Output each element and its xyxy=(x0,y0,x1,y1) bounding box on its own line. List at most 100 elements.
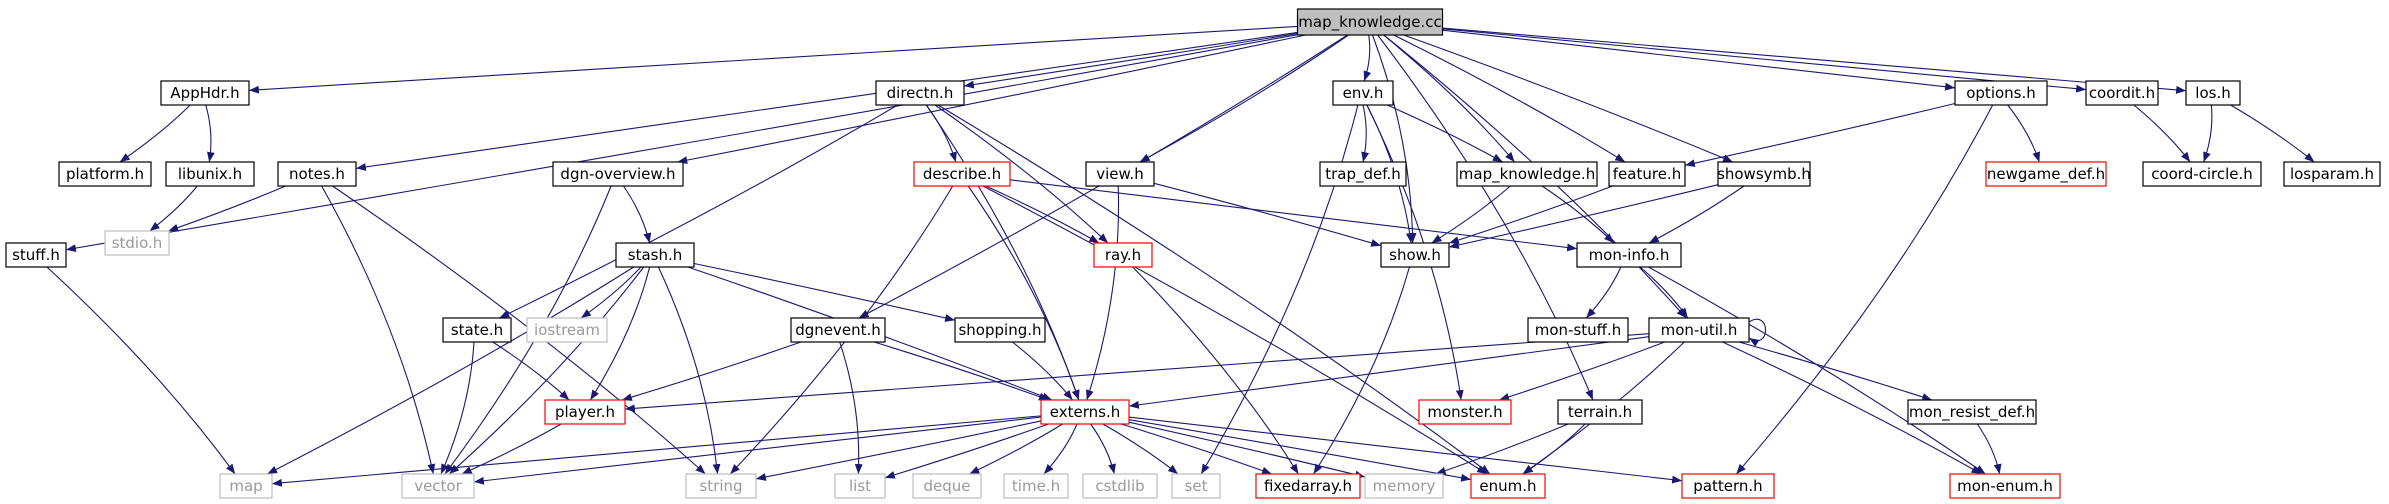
node-trapdef[interactable]: trap_def.h xyxy=(1319,161,1407,187)
edge-env-to-set xyxy=(1200,104,1359,475)
node-pattern[interactable]: pattern.h xyxy=(1681,473,1775,499)
edge-root-to-options xyxy=(1442,29,1956,91)
edge-externs-to-string xyxy=(755,420,1042,481)
node-apphdr[interactable]: AppHdr.h xyxy=(160,80,250,106)
edge-externs-to-pattern xyxy=(1128,416,1683,484)
edge-stuff-to-map xyxy=(46,266,236,475)
node-monutil[interactable]: mon-util.h xyxy=(1648,317,1750,343)
node-box-monenum xyxy=(1949,473,2061,499)
node-label-iostream: iostream xyxy=(534,321,600,339)
edge-root-to-show xyxy=(1371,34,1417,244)
edge-dgnevent-to-list xyxy=(839,341,863,475)
node-monstuff[interactable]: mon-stuff.h xyxy=(1527,317,1629,343)
node-externs[interactable]: externs.h xyxy=(1040,399,1130,425)
node-box-monster xyxy=(1418,399,1512,425)
node-label-feature: feature.h xyxy=(1613,165,1681,183)
node-losparam[interactable]: losparam.h xyxy=(2283,161,2381,187)
node-coordit[interactable]: coordit.h xyxy=(2085,80,2159,106)
node-map: map xyxy=(219,473,273,499)
node-box-trapdef xyxy=(1319,161,1407,187)
node-iostream: iostream xyxy=(526,317,608,343)
node-box-los xyxy=(2185,80,2241,106)
edge-coordit-to-coordcircle xyxy=(2133,104,2191,163)
edge-monutil-to-monutil xyxy=(1748,318,1767,347)
node-state[interactable]: state.h xyxy=(442,317,512,343)
node-box-root xyxy=(1296,8,1444,36)
node-label-state: state.h xyxy=(451,321,503,339)
node-view[interactable]: view.h xyxy=(1085,161,1155,187)
edge-view-to-externs xyxy=(1086,185,1120,401)
edge-view-to-show xyxy=(1153,182,1382,247)
node-mapknowledge[interactable]: map_knowledge.h xyxy=(1456,161,1598,187)
node-options[interactable]: options.h xyxy=(1954,80,2048,106)
node-enum[interactable]: enum.h xyxy=(1470,473,1546,499)
node-label-platform: platform.h xyxy=(66,165,144,183)
node-moninfo[interactable]: mon-info.h xyxy=(1576,242,1682,268)
node-label-env: env.h xyxy=(1343,84,1384,102)
node-root[interactable]: map_knowledge.cc xyxy=(1296,8,1444,36)
node-ray[interactable]: ray.h xyxy=(1093,242,1153,268)
node-fixedarray[interactable]: fixedarray.h xyxy=(1255,473,1361,499)
node-label-deque: deque xyxy=(923,477,970,495)
node-monenum[interactable]: mon-enum.h xyxy=(1949,473,2061,499)
edge-los-to-coordcircle xyxy=(2203,104,2213,163)
node-box-coordcircle xyxy=(2142,161,2262,187)
node-label-mapknowledge: map_knowledge.h xyxy=(1459,165,1595,184)
node-label-stuff: stuff.h xyxy=(12,246,60,264)
edge-moninfo-to-monutil xyxy=(1639,266,1689,319)
edge-showsymb-to-moninfo xyxy=(1648,185,1745,244)
node-show[interactable]: show.h xyxy=(1380,242,1450,268)
node-feature[interactable]: feature.h xyxy=(1608,161,1686,187)
node-box-player xyxy=(544,399,626,425)
node-vector: vector xyxy=(401,473,475,499)
node-label-describe: describe.h xyxy=(923,165,1001,183)
node-monster[interactable]: monster.h xyxy=(1418,399,1512,425)
edge-describe-to-externs xyxy=(967,185,1080,401)
node-notes[interactable]: notes.h xyxy=(277,161,357,187)
edge-monutil-to-monster xyxy=(1499,341,1665,401)
node-dgnevent[interactable]: dgnevent.h xyxy=(790,317,886,343)
node-label-monenum: mon-enum.h xyxy=(1957,477,2053,495)
edge-root-to-mapknowledge xyxy=(1383,34,1516,163)
node-box-time xyxy=(1003,473,1069,499)
node-directn[interactable]: directn.h xyxy=(875,80,965,106)
edge-monutil-to-player xyxy=(624,333,1650,413)
node-dgnoverview[interactable]: dgn-overview.h xyxy=(552,161,684,187)
node-terrain[interactable]: terrain.h xyxy=(1557,399,1643,425)
node-time: time.h xyxy=(1003,473,1069,499)
node-los[interactable]: los.h xyxy=(2185,80,2241,106)
node-box-newgamedef xyxy=(1985,161,2107,187)
node-coordcircle[interactable]: coord-circle.h xyxy=(2142,161,2262,187)
node-label-enum: enum.h xyxy=(1479,477,1536,495)
node-box-platform xyxy=(58,161,152,187)
node-label-time: time.h xyxy=(1012,477,1060,495)
edge-libunix-to-stdio xyxy=(149,185,198,232)
node-box-externs xyxy=(1040,399,1130,425)
node-box-iostream xyxy=(526,317,608,343)
node-label-directn: directn.h xyxy=(887,84,954,102)
edge-root-to-los xyxy=(1442,27,2187,94)
edge-externs-to-set xyxy=(1102,423,1179,475)
node-player[interactable]: player.h xyxy=(544,399,626,425)
node-monresist[interactable]: mon_resist_def.h xyxy=(1907,399,2037,425)
node-box-mapknowledge xyxy=(1456,161,1598,187)
edge-stash-to-player xyxy=(589,266,651,401)
node-describe[interactable]: describe.h xyxy=(913,161,1011,187)
node-box-apphdr xyxy=(160,80,250,106)
node-label-showsymb: showsymb.h xyxy=(1717,165,1811,183)
node-stash[interactable]: stash.h xyxy=(615,242,695,268)
node-box-cstdlib xyxy=(1082,473,1158,499)
node-shopping[interactable]: shopping.h xyxy=(954,317,1046,343)
node-showsymb[interactable]: showsymb.h xyxy=(1717,161,1811,187)
node-label-shopping: shopping.h xyxy=(958,321,1041,339)
node-libunix[interactable]: libunix.h xyxy=(165,161,255,187)
node-env[interactable]: env.h xyxy=(1332,80,1394,106)
node-newgamedef[interactable]: newgame_def.h xyxy=(1985,161,2107,187)
edge-directn-to-state xyxy=(499,104,898,319)
node-platform[interactable]: platform.h xyxy=(58,161,152,187)
edge-show-to-fixedarray xyxy=(1313,266,1410,475)
node-label-monster: monster.h xyxy=(1427,403,1502,421)
node-label-player: player.h xyxy=(555,403,615,421)
node-stuff[interactable]: stuff.h xyxy=(5,242,67,268)
node-label-los: los.h xyxy=(2195,84,2230,102)
